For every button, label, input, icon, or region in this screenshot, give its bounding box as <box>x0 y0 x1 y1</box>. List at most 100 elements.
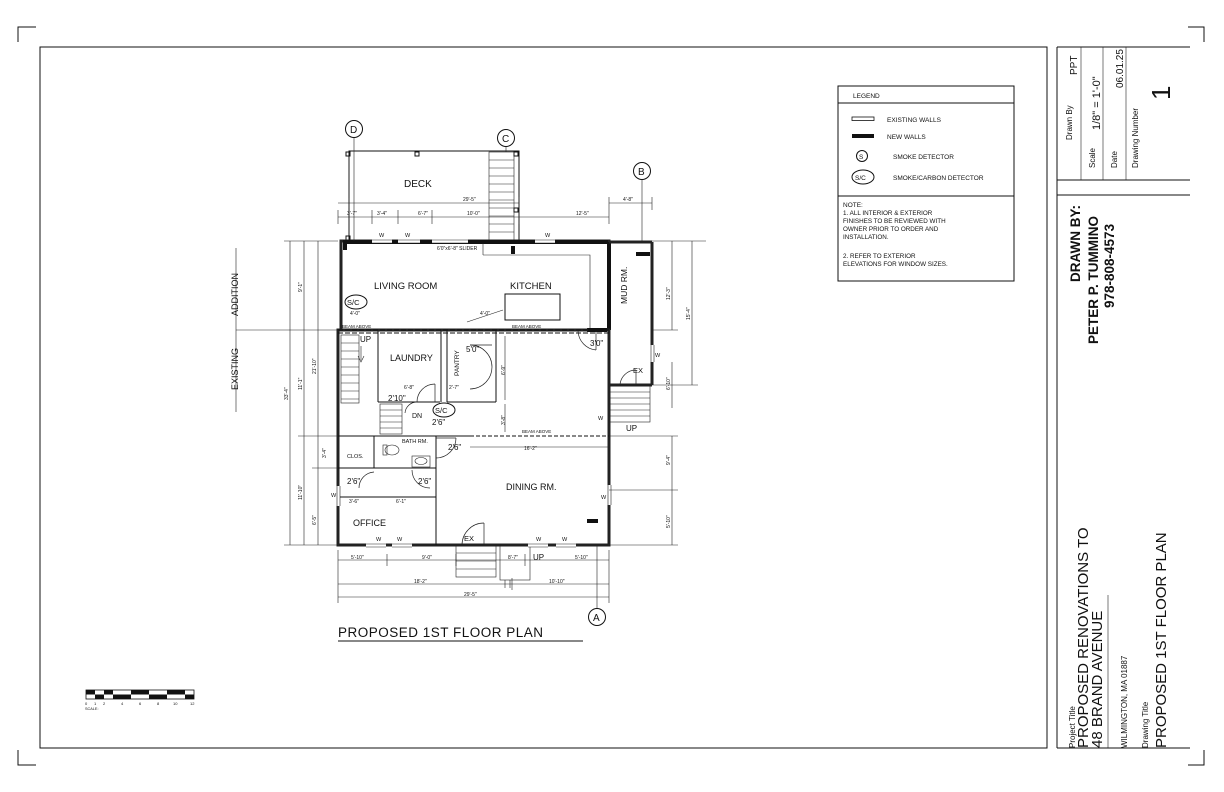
stair-up-label: UP <box>626 424 637 433</box>
dimension-label: 4'-8" <box>623 197 633 203</box>
dimension-label: 21'-10" <box>312 358 318 374</box>
scale-bar-label: SCALE: <box>85 707 99 711</box>
legend-smoke-symbol <box>856 150 868 162</box>
project-location: WILMINGTON, MA 01887 <box>1120 655 1129 748</box>
svg-text:10: 10 <box>173 701 178 706</box>
legend-existing-wall-swatch <box>851 116 875 121</box>
smoke-co-label: S/C <box>435 406 448 415</box>
dimension-label: 2'6" <box>448 443 461 452</box>
dimension-label: 3'-7" <box>347 211 357 217</box>
windows-addition <box>372 239 555 244</box>
svg-text:B: B <box>638 167 645 178</box>
svg-text:6: 6 <box>139 701 142 706</box>
drawing-number-value: 1 <box>1146 86 1176 100</box>
legend-note-line: INSTALLATION. <box>843 234 889 241</box>
dimension-label: 10'-10" <box>549 579 565 585</box>
project-title-label: Project Title <box>1068 706 1077 748</box>
dimension-label: 29'-5" <box>463 197 476 203</box>
legend-note-line: 1. ALL INTERIOR & EXTERIOR <box>843 210 933 217</box>
scale-value: 1/8" = 1'-0" <box>1091 76 1103 130</box>
designer-phone: 978-808-4573 <box>1102 223 1117 308</box>
door-swings <box>358 330 637 546</box>
crop-marks <box>17 26 1205 766</box>
room-label-closet: CLOS. <box>347 454 364 460</box>
bath-fixtures <box>382 444 431 468</box>
slider-label: 6'0"x6'-8" SLIDER <box>437 246 478 252</box>
grid-marker-c: C <box>497 129 515 152</box>
dimension-label: 6'-10" <box>666 377 672 390</box>
dimension-label: 8'-7" <box>508 555 518 561</box>
legend-new-wall-swatch <box>852 134 874 138</box>
svg-text:12: 12 <box>190 701 195 706</box>
plan-title: PROPOSED 1ST FLOOR PLAN <box>338 625 544 640</box>
drawn-by-label: Drawn By <box>1065 105 1074 140</box>
window-mark: W <box>545 233 551 239</box>
dimension-label: 4'-0" <box>480 311 490 317</box>
grid-marker-b: B <box>633 162 651 241</box>
dimension-label: 6'-8" <box>404 385 414 391</box>
deck-outline <box>348 150 520 242</box>
mud-room-stairs <box>609 385 651 423</box>
kitchen-island <box>504 293 561 321</box>
dimension-label: 2'10" <box>388 394 406 403</box>
dimension-label: 2'-7" <box>449 385 459 391</box>
legend-item-label: EXISTING WALLS <box>887 117 942 124</box>
project-title-line2: 48 BRAND AVENUE <box>1089 611 1106 748</box>
svg-text:8: 8 <box>157 701 160 706</box>
dimension-label: 18'-2" <box>414 579 427 585</box>
top-dimensions <box>337 197 653 224</box>
beam-label: BEAM ABOVE <box>342 324 371 329</box>
room-label-mud: MUD RM. <box>619 267 629 304</box>
sheet-border <box>39 46 1048 749</box>
svg-text:1: 1 <box>94 701 97 706</box>
smoke-co-label: S/C <box>347 298 360 307</box>
title-block: Drawn By PPT Scale 1/8" = 1'-0" Date 06.… <box>1056 46 1190 749</box>
dimension-label: 6'-9" <box>501 365 507 375</box>
legend-item-label: SMOKE DETECTOR <box>893 154 954 161</box>
svg-text:S: S <box>859 154 864 161</box>
dimension-label: 6'-1" <box>396 499 406 505</box>
legend-note-line: OWNER PRIOR TO ORDER AND <box>843 226 939 233</box>
scale-bar: 0 1 2 4 6 8 10 12 SCALE: <box>85 689 195 711</box>
windows-existing <box>336 345 655 548</box>
dimension-label: 3'-8" <box>501 415 507 425</box>
dimension-label: 16'-2" <box>524 446 537 452</box>
legend-item-label: NEW WALLS <box>887 134 926 141</box>
window-mark: W <box>397 537 403 543</box>
dimension-label: 9'-4" <box>666 455 672 465</box>
drawing-title-value: PROPOSED 1ST FLOOR PLAN <box>1153 532 1170 748</box>
window-mark: W <box>562 537 568 543</box>
date-value: 06.01.25 <box>1115 49 1126 88</box>
designer-name: PETER P. TUMMINO <box>1086 216 1101 344</box>
svg-text:S/C: S/C <box>855 175 866 182</box>
dimension-label: 3'-4" <box>322 448 328 458</box>
dimension-label: 10'-0" <box>467 211 480 217</box>
dimension-label: 4'-0" <box>350 311 360 317</box>
smoke-co-detector <box>432 402 456 418</box>
svg-text:4: 4 <box>121 701 124 706</box>
beam-label: BEAM ABOVE <box>522 429 551 434</box>
project-title-line1: PROPOSED RENOVATIONS TO <box>1075 527 1092 748</box>
dimension-label: 5'-10" <box>351 555 364 561</box>
dimension-label: 3'-6" <box>349 499 359 505</box>
room-label-dining: DINING RM. <box>506 482 557 492</box>
dimension-label: 5'-10" <box>575 555 588 561</box>
grid-marker-a: A <box>588 545 606 626</box>
dimension-label: 11'-10" <box>298 485 304 500</box>
dimension-label: 5'-10" <box>666 515 672 528</box>
left-dimensions <box>235 240 338 546</box>
addition-label: ADDITION <box>230 273 240 316</box>
legend-title: LEGEND <box>853 93 880 100</box>
svg-text:A: A <box>593 613 600 624</box>
grid-marker-d: D <box>345 120 363 241</box>
room-label-pantry: PANTRY <box>454 350 461 376</box>
interior-walls <box>338 329 609 545</box>
dimension-label: 29'-5" <box>464 592 477 598</box>
stair-dn-label: DN <box>412 413 422 420</box>
legend-box: LEGEND EXISTING WALLS NEW WALLS S SMOKE … <box>837 85 1015 282</box>
dimension-label: 9'-0" <box>422 555 432 561</box>
stair-up-label: UP <box>360 335 371 344</box>
dimension-label: 33'-4" <box>284 387 290 400</box>
legend-note-line: FINISHES TO BE REVIEWED WITH <box>843 218 946 225</box>
